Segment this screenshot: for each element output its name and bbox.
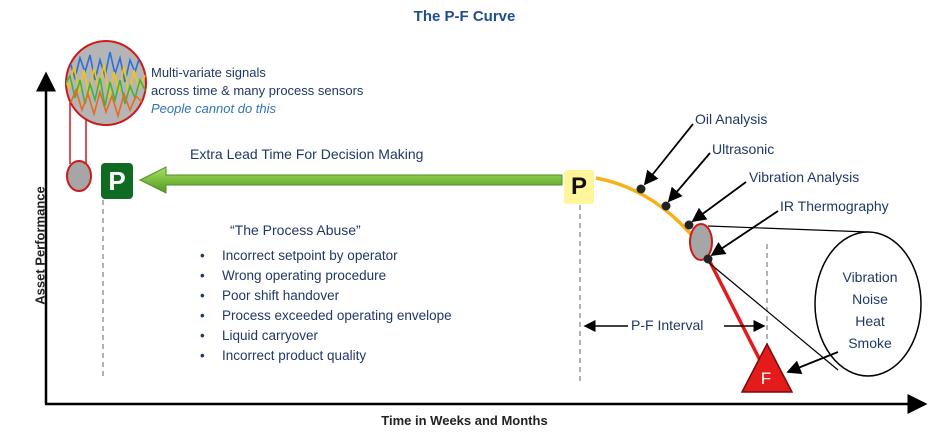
arrow-ultrasonic (667, 152, 711, 203)
list-item: •Process exceeded operating envelope (200, 308, 452, 323)
symptoms-circle (814, 231, 922, 377)
zoom-line-lower (707, 261, 839, 371)
curve-zoom-circle (689, 223, 713, 261)
lead-time-label: Extra Lead Time For Decision Making (190, 146, 424, 162)
arrow-vibration-analysis (691, 181, 747, 223)
list-item: •Wrong operating procedure (200, 268, 387, 283)
y-axis-label: Asset Performance (32, 186, 48, 305)
signal-waveform-icon (66, 51, 146, 119)
point-oil-analysis (636, 184, 646, 194)
point-ultrasonic (661, 201, 671, 211)
symptom-vibration: Vibration (842, 269, 898, 285)
failure-line (704, 253, 770, 377)
process-abuse-title: “The Process Abuse” (230, 222, 361, 238)
arrow-oil-analysis (643, 123, 694, 186)
diagram-title: The P-F Curve (413, 8, 516, 25)
symptom-noise: Noise (852, 291, 888, 307)
f-point-label: F (760, 369, 772, 388)
technique-oil-analysis: Oil Analysis (695, 111, 768, 127)
list-item: •Incorrect product quality (200, 348, 367, 363)
list-item: •Incorrect setpoint by operator (200, 248, 398, 263)
list-item: •Poor shift handover (200, 288, 340, 303)
symptom-smoke: Smoke (848, 335, 892, 351)
zoom-line-upper (707, 225, 869, 233)
p-point-marker: P (564, 170, 594, 204)
pf-interval-label: P-F Interval (631, 317, 704, 333)
technique-vibration-analysis: Vibration Analysis (749, 169, 860, 185)
point-ir-thermography (703, 254, 713, 264)
early-p-marker: P (101, 163, 133, 199)
list-item: •Liquid carryover (200, 328, 319, 343)
signals-note-line2: across time & many process sensors (151, 83, 364, 98)
arrow-ir-thermography (710, 210, 779, 256)
early-signal-circle (66, 160, 92, 192)
technique-ultrasonic: Ultrasonic (712, 141, 775, 157)
x-axis-label: Time in Weeks and Months (381, 413, 548, 428)
symptom-heat: Heat (855, 313, 885, 329)
process-abuse-list: •Incorrect setpoint by operator •Wrong o… (200, 246, 452, 366)
signals-note-line1: Multi-variate signals (151, 65, 266, 80)
failure-triangle-icon (740, 342, 794, 393)
technique-ir-thermography: IR Thermography (780, 198, 889, 214)
arrow-symptoms-to-failure (786, 351, 839, 375)
point-vibration-analysis (684, 220, 694, 230)
lead-time-arrow (138, 166, 563, 194)
signals-note-line3: People cannot do this (151, 101, 277, 116)
pf-curve (595, 176, 707, 254)
